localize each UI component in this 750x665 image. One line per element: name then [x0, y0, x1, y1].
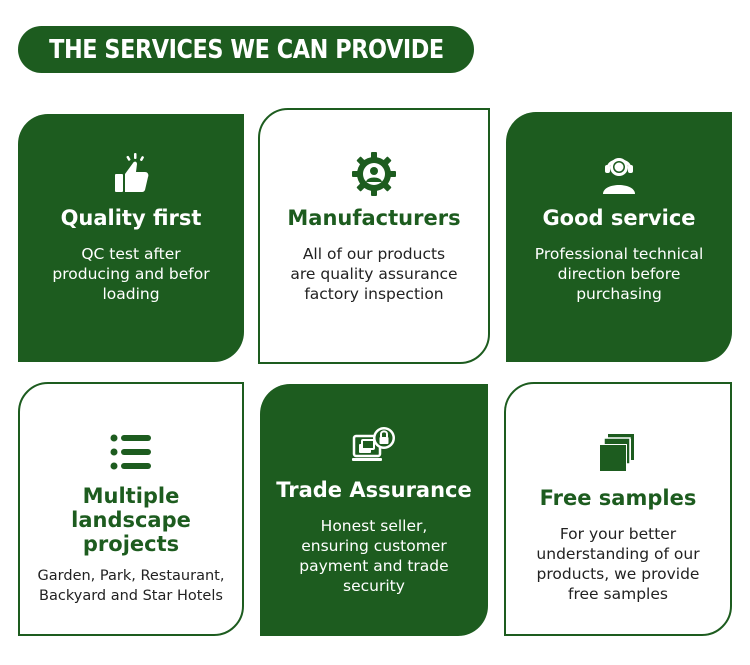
service-card-quality-first: Quality first QC test after producing an…: [18, 114, 244, 362]
service-title: Manufacturers: [287, 206, 461, 230]
service-card-good-service: Good service Professional technical dire…: [506, 112, 732, 362]
headset-user-icon: [595, 150, 643, 198]
service-card-multiple-landscape-projects: Multiple landscape projects Garden, Park…: [18, 382, 244, 636]
service-description: QC test after producing and befor loadin…: [52, 245, 210, 303]
service-title: Multiple landscape projects: [71, 484, 191, 556]
service-description: All of our products are quality assuranc…: [290, 245, 458, 303]
samples-stack-icon: [594, 430, 642, 478]
service-card-trade-assurance: Trade Assurance Honest seller, ensuring …: [260, 384, 488, 636]
service-description: For your better understanding of our pro…: [536, 525, 700, 603]
service-title: Good service: [542, 206, 696, 230]
service-description: Professional technical direction before …: [534, 245, 704, 303]
section-header: THE SERVICES WE CAN PROVIDE: [18, 26, 474, 73]
service-title: Trade Assurance: [276, 478, 472, 502]
section-title: THE SERVICES WE CAN PROVIDE: [48, 34, 444, 65]
service-card-manufacturers: Manufacturers All of our products are qu…: [258, 108, 490, 364]
gear-user-icon: [350, 150, 398, 198]
service-description: Garden, Park, Restaurant, Backyard and S…: [37, 568, 225, 604]
thumbs-up-icon: [107, 150, 155, 198]
service-card-free-samples: Free samples For your better understandi…: [504, 382, 732, 636]
list-icon: [107, 428, 155, 476]
secure-payment-icon: [350, 422, 398, 470]
service-title: Free samples: [539, 486, 697, 510]
service-title: Quality first: [60, 206, 202, 230]
service-description: Honest seller, ensuring customer payment…: [299, 517, 449, 595]
